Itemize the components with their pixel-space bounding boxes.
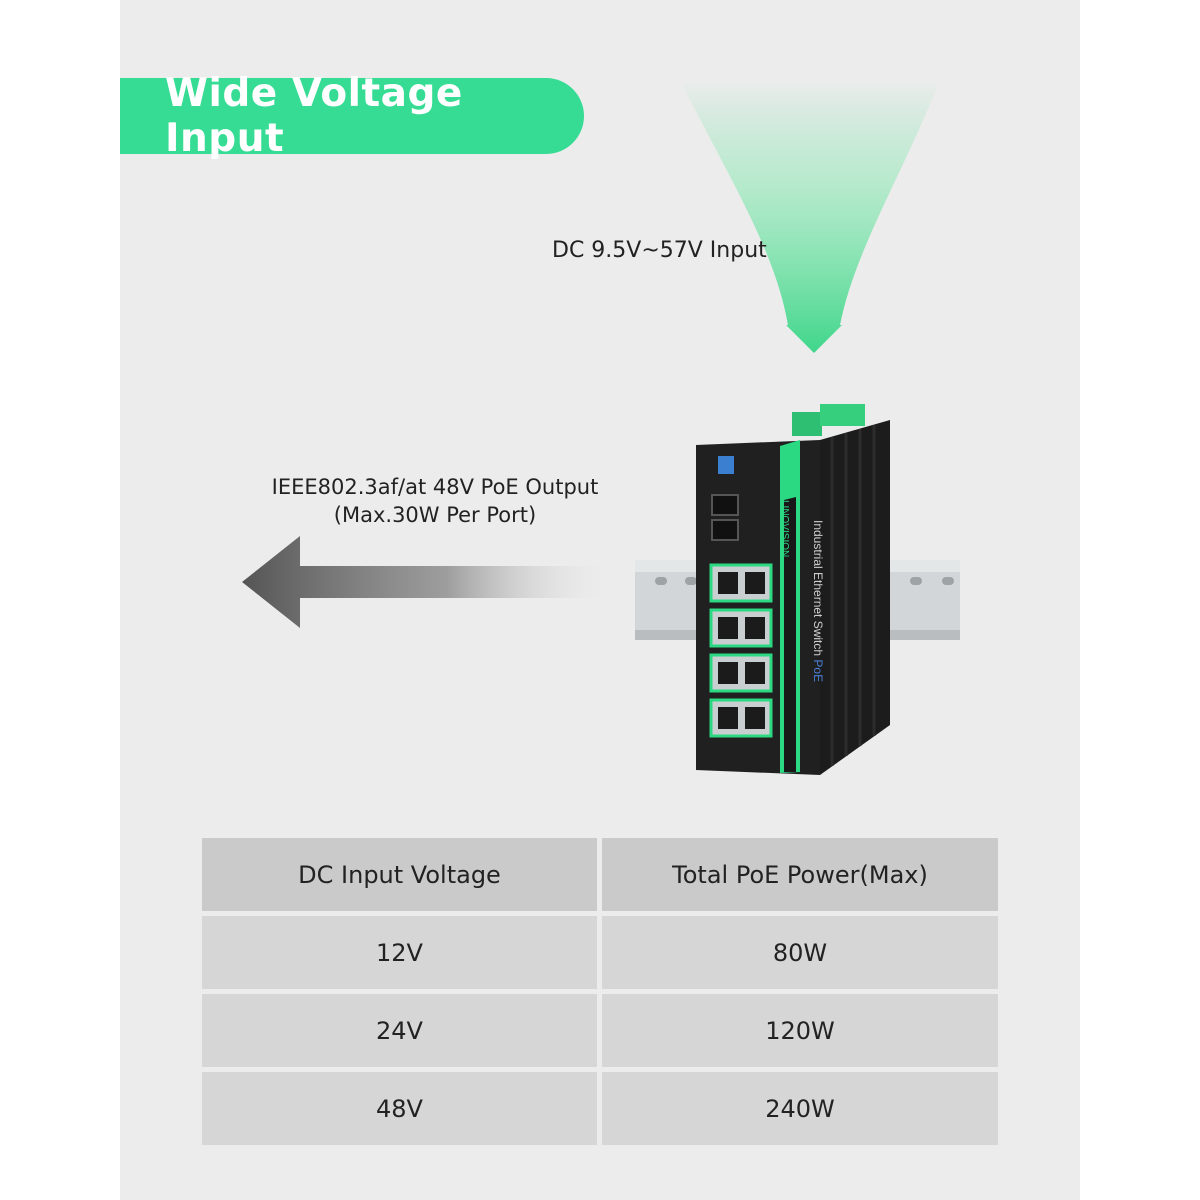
table-cell-power: 80W [602, 916, 998, 989]
input-voltage-label: DC 9.5V~57V Input [552, 238, 767, 263]
table-header-power: Total PoE Power(Max) [602, 838, 998, 911]
device-side-label: Industrial Ethernet Switch [811, 520, 825, 657]
switch-device-illustration [635, 404, 960, 775]
content-panel: Wide Voltage Input DC 9.5V~57V Input IEE… [120, 0, 1080, 1200]
switch-front-panel [696, 440, 820, 775]
poe-output-line1: IEEE802.3af/at 48V PoE Output [271, 475, 599, 499]
table-header-voltage: DC Input Voltage [202, 838, 597, 911]
table-cell-voltage: 48V [202, 1072, 597, 1145]
output-left-arrow [242, 536, 615, 628]
device-side-suffix: PoE [811, 659, 825, 683]
table-cell-power: 120W [602, 994, 998, 1067]
power-terminal-block [792, 404, 865, 436]
table-cell-voltage: 24V [202, 994, 597, 1067]
poe-output-label: IEEE802.3af/at 48V PoE Output (Max.30W P… [235, 473, 635, 529]
table-cell-voltage: 12V [202, 916, 597, 989]
voltage-power-table: DC Input Voltage Total PoE Power(Max) 12… [202, 838, 998, 1145]
page-title: Wide Voltage Input [165, 71, 463, 161]
title-banner: Wide Voltage Input [120, 71, 584, 161]
poe-output-line2: (Max.30W Per Port) [333, 503, 537, 527]
input-funnel-arrow [680, 80, 940, 353]
switch-side-panel [820, 420, 890, 775]
power-flow-graphics [242, 80, 940, 628]
table-cell-power: 240W [602, 1072, 998, 1145]
